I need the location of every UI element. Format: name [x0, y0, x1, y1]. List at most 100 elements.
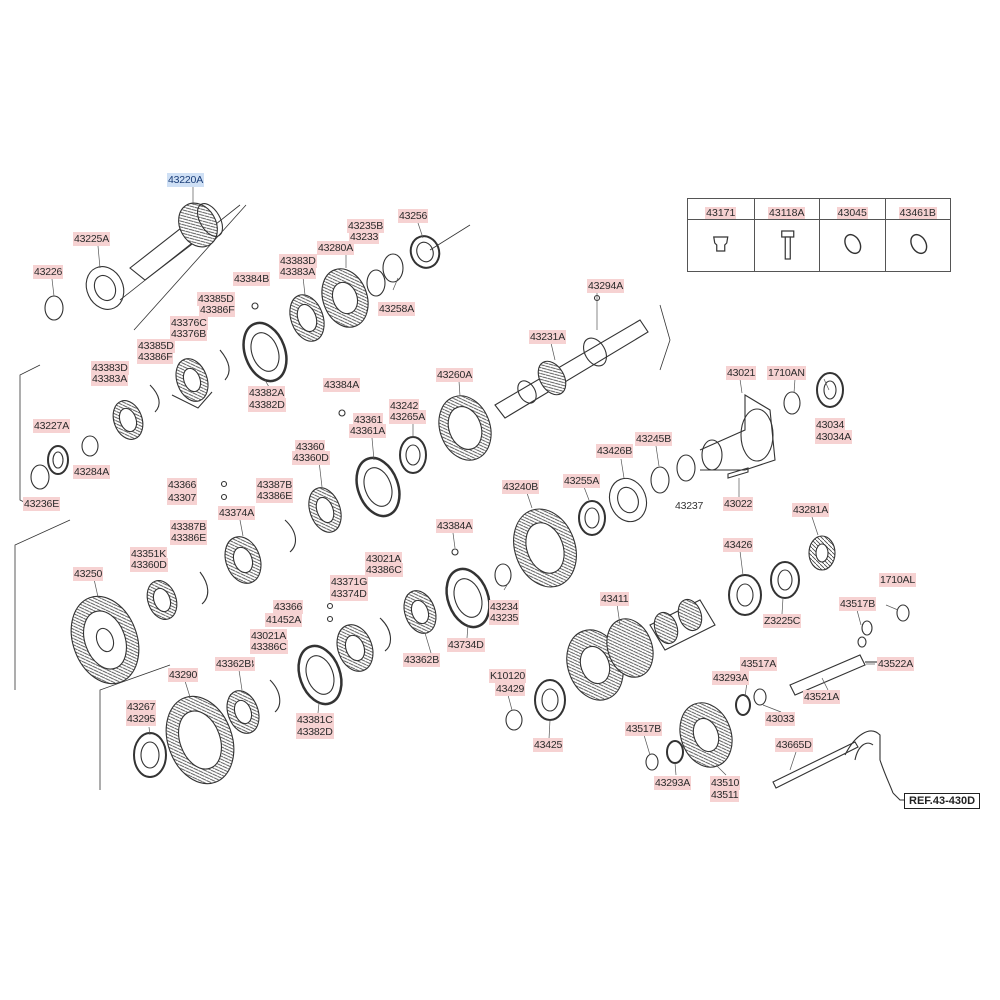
- part-label-43386c[interactable]: 43386C: [365, 563, 403, 577]
- part-label-43034a[interactable]: 43034A: [815, 430, 853, 444]
- part-label-43376b[interactable]: 43376B: [170, 327, 208, 341]
- part-label-43360[interactable]: 43360: [295, 440, 326, 454]
- part-label-43386e[interactable]: 43386E: [256, 489, 294, 503]
- part-label-43227a[interactable]: 43227A: [33, 419, 71, 433]
- part-label-43371g[interactable]: 43371G: [330, 575, 369, 589]
- part-label-43245b[interactable]: 43245B: [635, 432, 673, 446]
- plug-icon: [713, 236, 729, 252]
- part-label-43361[interactable]: 43361: [353, 413, 384, 427]
- part-label-43293a[interactable]: 43293A: [654, 776, 692, 790]
- part-label-43426[interactable]: 43426: [723, 538, 754, 552]
- part-label-43383d[interactable]: 43383D: [279, 254, 317, 268]
- part-label-43256[interactable]: 43256: [398, 209, 429, 223]
- part-label-43220a[interactable]: 43220A: [167, 173, 205, 187]
- part-label-43411[interactable]: 43411: [600, 592, 630, 606]
- part-label-43429[interactable]: 43429: [495, 682, 526, 696]
- part-label-43362b[interactable]: 43362B: [215, 657, 253, 671]
- part-label-43386f[interactable]: 43386F: [199, 303, 236, 317]
- part-label-43383a[interactable]: 43383A: [279, 265, 317, 279]
- part-label-43022[interactable]: 43022: [723, 497, 754, 511]
- part-label-43250[interactable]: 43250: [73, 567, 104, 581]
- part-label-43510[interactable]: 43510: [710, 776, 741, 790]
- part-label-43384a[interactable]: 43384A: [436, 519, 474, 533]
- part-label-43281a[interactable]: 43281A: [792, 503, 830, 517]
- part-label-43361a[interactable]: 43361A: [349, 424, 387, 438]
- part-label-43386e[interactable]: 43386E: [170, 531, 208, 545]
- part-label-43385d[interactable]: 43385D: [197, 292, 235, 306]
- table-cell: 43171: [688, 199, 754, 271]
- part-label-43426b[interactable]: 43426B: [596, 444, 634, 458]
- part-label-43034[interactable]: 43034: [815, 418, 846, 432]
- table-part-code[interactable]: 43461B: [898, 207, 937, 219]
- part-label-43021[interactable]: 43021: [726, 366, 757, 380]
- part-label-43374d[interactable]: 43374D: [330, 587, 368, 601]
- part-label-43233[interactable]: 43233: [349, 230, 380, 244]
- part-label-43517b[interactable]: 43517B: [839, 597, 877, 611]
- part-label-43267[interactable]: 43267: [126, 700, 157, 714]
- part-label-43258a[interactable]: 43258A: [378, 302, 416, 316]
- part-label-43033[interactable]: 43033: [765, 712, 796, 726]
- part-label-43382d[interactable]: 43382D: [296, 725, 334, 739]
- part-label-43294a[interactable]: 43294A: [587, 279, 625, 293]
- part-label-41452a[interactable]: 41452A: [265, 613, 303, 627]
- part-label-43366[interactable]: 43366: [273, 600, 304, 614]
- part-label-z3225c[interactable]: Z3225C: [763, 614, 802, 628]
- part-label-43235b[interactable]: 43235B: [347, 219, 385, 233]
- part-label-43387b[interactable]: 43387B: [170, 520, 208, 534]
- part-label-43384a[interactable]: 43384A: [323, 378, 361, 392]
- part-label-43255a[interactable]: 43255A: [563, 474, 601, 488]
- part-label-43225a[interactable]: 43225A: [73, 232, 111, 246]
- part-label-43237[interactable]: 43237: [675, 500, 704, 512]
- part-label-43260a[interactable]: 43260A: [436, 368, 474, 382]
- part-label-43240b[interactable]: 43240B: [502, 480, 540, 494]
- part-label-43381c[interactable]: 43381C: [296, 713, 334, 727]
- part-label-43351k[interactable]: 43351K: [130, 547, 168, 561]
- part-label-43665d[interactable]: 43665D: [775, 738, 813, 752]
- part-label-43235[interactable]: 43235: [489, 611, 520, 625]
- part-label-43307[interactable]: 43307: [167, 491, 198, 505]
- part-label-43265a[interactable]: 43265A: [389, 410, 427, 424]
- part-label-43385d[interactable]: 43385D: [137, 339, 175, 353]
- part-label-43734d[interactable]: 43734D: [447, 638, 485, 652]
- part-label-43376c[interactable]: 43376C: [170, 316, 208, 330]
- table-part-code[interactable]: 43171: [705, 207, 737, 219]
- part-label-43290[interactable]: 43290: [168, 668, 199, 682]
- part-label-43521a[interactable]: 43521A: [803, 690, 841, 704]
- part-label-43517a[interactable]: 43517A: [740, 657, 778, 671]
- part-label-43021a[interactable]: 43021A: [365, 552, 403, 566]
- part-label-43226[interactable]: 43226: [33, 265, 64, 279]
- part-label-43360d[interactable]: 43360D: [130, 558, 168, 572]
- part-label-43242[interactable]: 43242: [389, 399, 420, 413]
- parts-kit-table: 43171 43118A 43045 43461B: [687, 198, 951, 272]
- part-label-43236e[interactable]: 43236E: [23, 497, 61, 511]
- part-label-43284a[interactable]: 43284A: [73, 465, 111, 479]
- part-label-43386c[interactable]: 43386C: [250, 640, 288, 654]
- table-part-code[interactable]: 43045: [836, 207, 868, 219]
- reference-label[interactable]: REF.43-430D: [904, 793, 981, 809]
- table-part-code[interactable]: 43118A: [768, 207, 806, 219]
- part-label-43384b[interactable]: 43384B: [233, 272, 271, 286]
- part-label-43386f[interactable]: 43386F: [137, 350, 174, 364]
- part-label-43517b[interactable]: 43517B: [625, 722, 663, 736]
- part-label-43382d[interactable]: 43382D: [248, 398, 286, 412]
- part-label-43387b[interactable]: 43387B: [256, 478, 294, 492]
- part-label-43362b[interactable]: 43362B: [403, 653, 441, 667]
- part-label-43234[interactable]: 43234: [489, 600, 520, 614]
- part-label-43522a[interactable]: 43522A: [877, 657, 915, 671]
- part-label-43021a[interactable]: 43021A: [250, 629, 288, 643]
- part-label-43374a[interactable]: 43374A: [218, 506, 256, 520]
- part-label-43280a[interactable]: 43280A: [317, 241, 355, 255]
- part-label-k10120[interactable]: K10120: [489, 669, 527, 683]
- part-label-43360d[interactable]: 43360D: [292, 451, 330, 465]
- part-label-43231a[interactable]: 43231A: [529, 330, 567, 344]
- part-label-43425[interactable]: 43425: [533, 738, 564, 752]
- part-label-43366[interactable]: 43366: [167, 478, 198, 492]
- part-label-43511[interactable]: 43511: [710, 788, 740, 802]
- part-label-43383a[interactable]: 43383A: [91, 372, 129, 386]
- part-label-43382a[interactable]: 43382A: [248, 386, 286, 400]
- part-label-43295[interactable]: 43295: [126, 712, 157, 726]
- part-label-43383d[interactable]: 43383D: [91, 361, 129, 375]
- part-label-1710an[interactable]: 1710AN: [767, 366, 806, 380]
- part-label-43293a[interactable]: 43293A: [712, 671, 750, 685]
- part-label-1710al[interactable]: 1710AL: [879, 573, 917, 587]
